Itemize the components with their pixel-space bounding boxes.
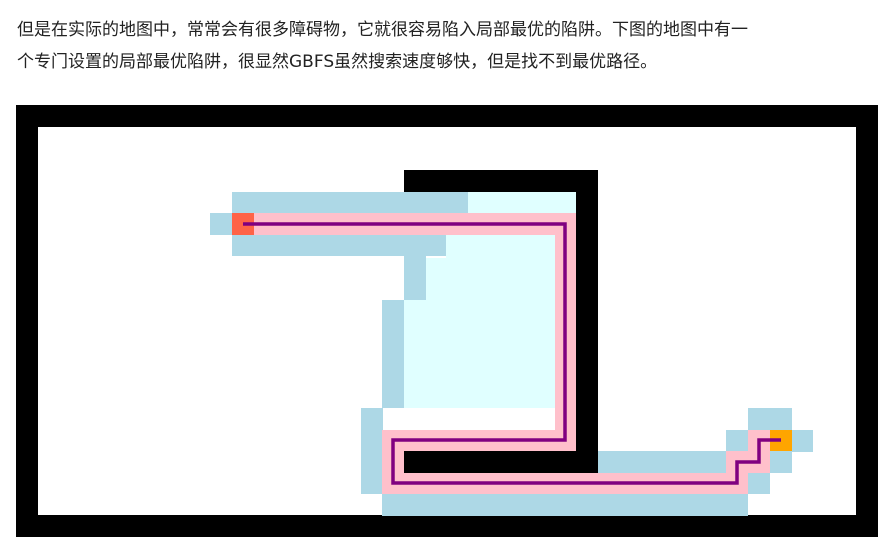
explored-region	[404, 192, 576, 408]
trap-wall	[404, 170, 598, 473]
search-path-line	[243, 222, 781, 485]
description-line-1: 但是在实际的地图中，常常会有很多障碍物，它就很容易陷入局部最优的陷阱。下图的地图…	[17, 20, 748, 40]
description-line-2: 个专门设置的局部最优陷阱，很显然GBFS虽然搜索速度够快，但是找不到最优路径。	[17, 52, 658, 72]
frontier-region	[210, 192, 813, 516]
description-paragraph: 但是在实际的地图中，常常会有很多障碍物，它就很容易陷入局部最优的陷阱。下图的地图…	[17, 14, 877, 78]
